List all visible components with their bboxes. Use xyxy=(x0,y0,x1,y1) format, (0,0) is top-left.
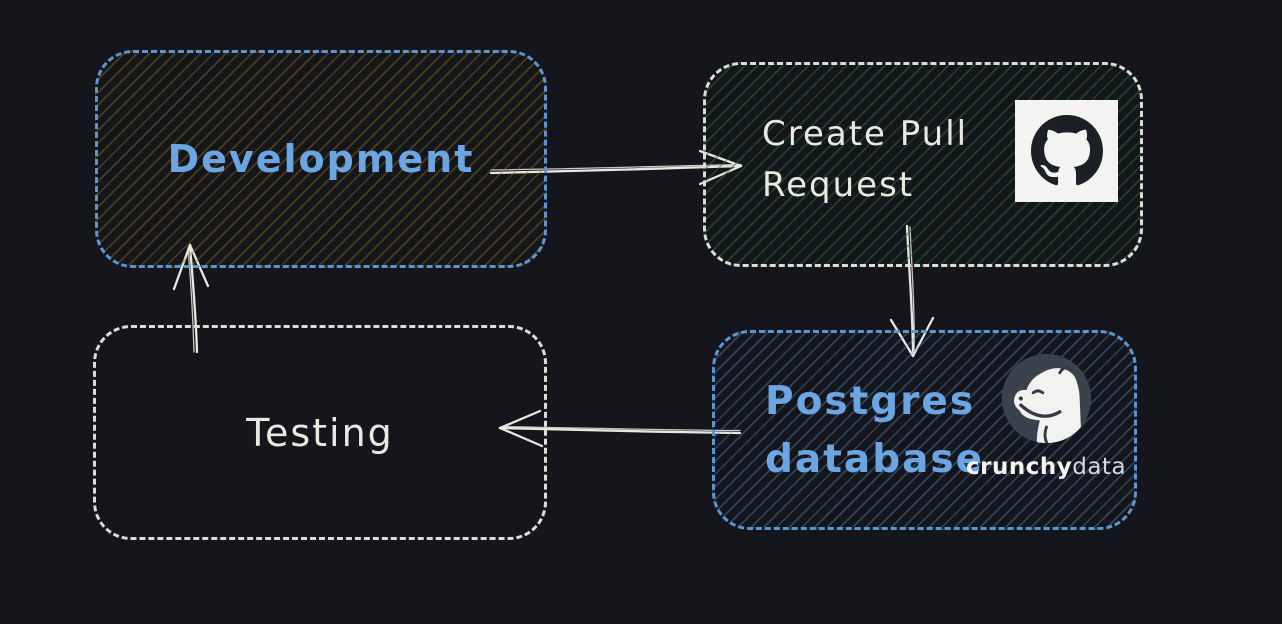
node-postgres-database-label: Postgres database xyxy=(765,379,985,482)
github-logo[interactable] xyxy=(1015,100,1118,202)
node-development[interactable]: Development xyxy=(95,50,547,268)
crunchy-data-wordmark: crunchydata xyxy=(966,454,1127,480)
arrow-postgres-database-to-testing[interactable] xyxy=(498,409,742,448)
github-octocat-icon xyxy=(1030,115,1103,186)
node-development-label: Development xyxy=(167,137,475,181)
node-create-pull-request-label: Create Pull Request xyxy=(762,114,969,205)
node-postgres-database[interactable]: Postgres database crunchydata xyxy=(712,330,1137,530)
crunchy-data-hippo-icon xyxy=(1001,353,1091,444)
node-create-pull-request[interactable]: Create Pull Request xyxy=(703,62,1143,267)
node-testing-label: Testing xyxy=(246,410,394,455)
crunchy-data-logo[interactable]: crunchydata xyxy=(966,351,1126,480)
node-testing[interactable]: Testing xyxy=(93,325,547,540)
